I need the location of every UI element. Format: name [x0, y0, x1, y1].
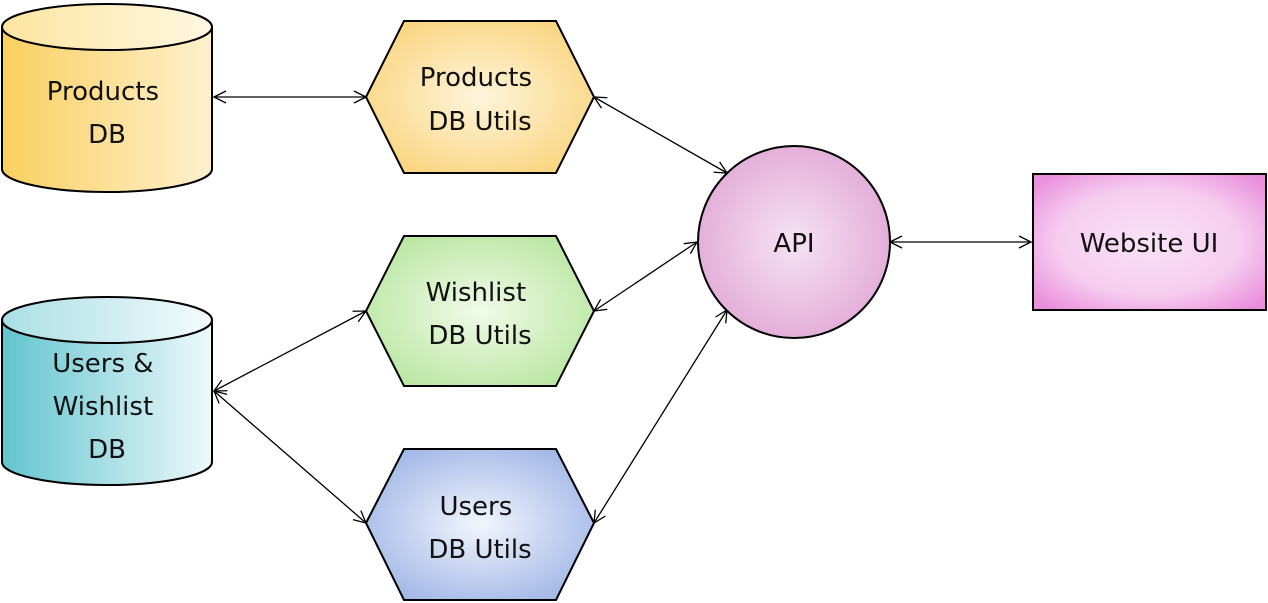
website-ui-label: Website UI	[1080, 229, 1219, 259]
products-db-utils-label: Products DB Utils	[420, 63, 541, 137]
users-db-utils-label: Users DB Utils	[428, 492, 531, 565]
wishlist-db-utils-label-line1: Wishlist	[426, 278, 527, 308]
wishlist-db-utils-node: Wishlist DB Utils	[364, 235, 596, 387]
users-db-utils-node: Users DB Utils	[364, 448, 596, 601]
connector-users-db-to-users-utils	[214, 391, 366, 523]
products-db-utils-label-line2: DB Utils	[428, 107, 531, 137]
products-db-label-line1: Products	[47, 77, 159, 107]
website-ui-node: Website UI	[1032, 173, 1267, 311]
users-wishlist-db-label: Users & Wishlist DB	[52, 349, 162, 465]
wishlist-db-utils-label: Wishlist DB Utils	[426, 278, 535, 351]
products-db-utils-hexagon	[364, 20, 596, 174]
connectors	[214, 97, 1031, 523]
users-wishlist-db-label-line3: DB	[88, 435, 126, 465]
users-wishlist-db-cylinder-top	[1, 296, 213, 344]
api-node: API	[697, 145, 891, 339]
products-db-utils-node: Products DB Utils	[364, 20, 596, 174]
wishlist-db-utils-label-line2: DB Utils	[428, 321, 531, 351]
products-db-cylinder-body	[1, 26, 213, 193]
users-wishlist-db-label-line1: Users &	[52, 349, 153, 379]
products-db-cylinder-top	[1, 3, 213, 51]
users-wishlist-db-label-line2: Wishlist	[53, 392, 154, 422]
wishlist-db-utils-hexagon	[364, 235, 596, 387]
connector-users-utils-to-api	[594, 310, 727, 523]
connector-users-db-to-wishlist-utils	[214, 311, 366, 391]
users-wishlist-db-node: Users & Wishlist DB	[1, 296, 213, 486]
users-db-utils-label-line1: Users	[439, 492, 512, 522]
api-label: API	[773, 229, 814, 259]
users-db-utils-hexagon	[364, 448, 596, 601]
connector-products-utils-to-api	[594, 97, 727, 173]
products-db-label: Products DB	[47, 77, 168, 150]
users-db-utils-label-line2: DB Utils	[428, 535, 531, 565]
api-circle	[697, 145, 891, 339]
products-db-utils-label-line1: Products	[420, 63, 532, 93]
website-ui-box	[1032, 173, 1267, 311]
products-db-label-line2: DB	[88, 120, 126, 150]
products-db-node: Products DB	[1, 3, 213, 193]
connector-wishlist-utils-to-api	[594, 242, 697, 311]
users-wishlist-db-cylinder-body	[1, 319, 213, 486]
